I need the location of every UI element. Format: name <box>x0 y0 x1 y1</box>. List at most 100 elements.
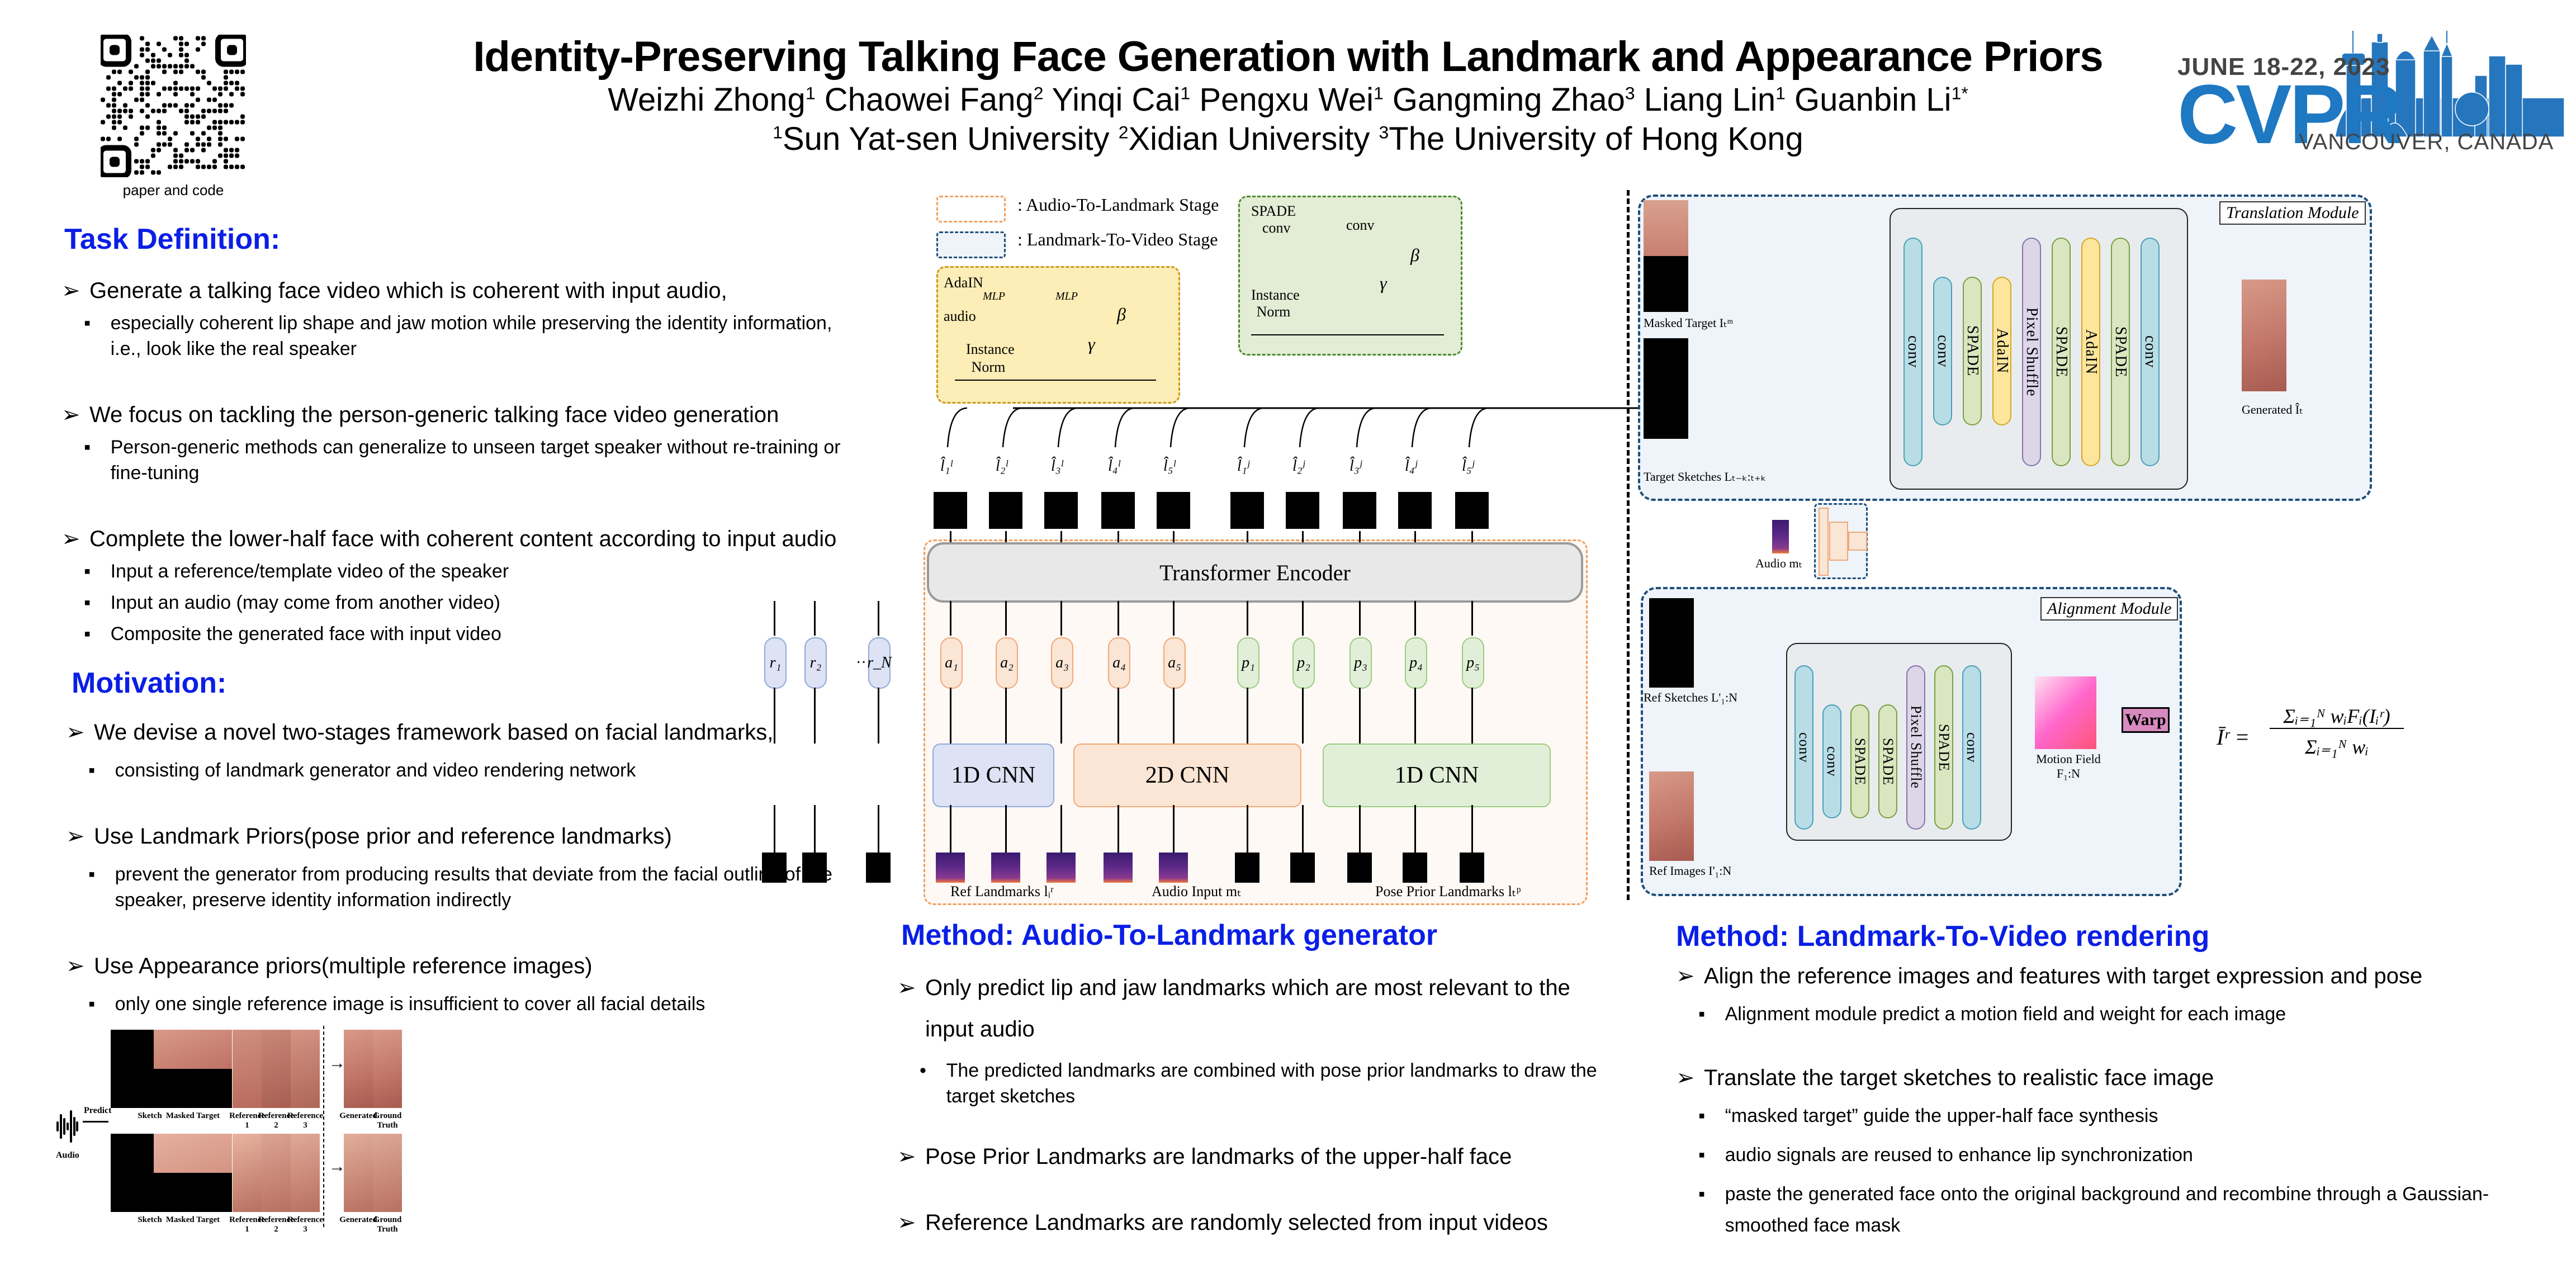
arrow-bullet-icon: ➢ <box>61 278 80 303</box>
cvpr-logo <box>2177 31 2576 165</box>
up-arrow-icon <box>814 601 816 636</box>
connector-curve <box>946 407 968 448</box>
landmark-output-connectors <box>946 407 1655 448</box>
connector-line <box>814 688 816 744</box>
pose-token: p₃ <box>1349 637 1372 689</box>
reference-token: r₂ <box>804 637 827 689</box>
ref-landmarks-label: Ref Landmarks lᵢʳ <box>950 883 1054 899</box>
bullet-text: Translate the target sketches to realist… <box>1704 1066 2214 1090</box>
figure-caption: Sketch <box>138 1111 162 1120</box>
sub-bullet-text: especially coherent lip shape and jaw mo… <box>110 312 832 359</box>
layer-label: SPADE <box>1936 723 1952 771</box>
lip-landmark-image <box>934 492 967 529</box>
layer-label: SPADE <box>2112 326 2129 378</box>
sub-bullet: ▪Alignment module predict a motion field… <box>1676 998 2515 1030</box>
author-name: Weizhi Zhong <box>608 82 806 118</box>
arrow-icon: → <box>329 1054 345 1072</box>
sub-bullet-text: “masked target” guide the upper-half fac… <box>1725 1105 2158 1126</box>
qr-code[interactable] <box>98 33 249 179</box>
square-bullet-icon: ▪ <box>1698 1144 1706 1166</box>
layer-label: AdaIN <box>2082 329 2100 375</box>
audio-token: a₂ <box>996 637 1018 689</box>
layer-label: conv <box>2142 335 2159 368</box>
arrow-bullet-icon: ➢ <box>1676 1066 1695 1090</box>
connector-line <box>878 805 879 853</box>
bullet-main: ➢Generate a talking face video which is … <box>61 277 855 305</box>
beta-label: β <box>1117 304 1126 324</box>
sub-bullet-text: Input a reference/template video of the … <box>110 561 509 582</box>
predict-arrow-icon <box>83 1121 108 1123</box>
ref-images <box>1649 771 1694 861</box>
target-sketches-label: Target Sketches Lₜ₋ₖ:ₜ₊ₖ <box>1644 470 1767 484</box>
up-arrow-icon <box>1414 601 1416 636</box>
connector-line <box>878 688 879 744</box>
bullet-main: ➢ Translate the target sketches to realis… <box>1676 1063 2515 1092</box>
motivation-list: ➢We devise a novel two-stages framework … <box>66 718 860 1056</box>
instance-norm-label: Instance Norm <box>966 341 1015 375</box>
author-name: Chaowei Fang <box>824 82 1034 118</box>
reference-image <box>291 1134 320 1212</box>
arrow-bullet-icon: ➢ <box>66 720 85 745</box>
ref-landmark-image <box>762 853 787 883</box>
square-bullet-icon: ▪ <box>84 623 91 645</box>
reference-image <box>262 1134 291 1212</box>
landmark-output-label: l̂₂ʲ <box>1292 457 1305 475</box>
figure-caption: Ground Truth <box>373 1111 402 1130</box>
bullet-item: ➢We focus on tackling the person-generic… <box>61 401 855 486</box>
flow-arrow-icon <box>1251 334 1444 335</box>
method-l2v-list: ➢ Align the reference images and features… <box>1676 962 2515 1275</box>
sub-bullet-text: prevent the generator from producing res… <box>115 864 832 911</box>
alignment-layer: SPADE <box>1850 704 1869 818</box>
method-diagram: : Audio-To-Landmark Stage : Landmark-To-… <box>762 184 2426 911</box>
author-name: Gangming Zhao <box>1392 82 1625 118</box>
author-affiliation-mark: 1 <box>1180 83 1191 103</box>
landmark-output-label: l̂₁ˡ <box>940 457 953 475</box>
translation-layer: SPADE <box>2111 238 2130 466</box>
layer-label: SPADE <box>1964 325 1981 377</box>
author-affiliation-mark: 3 <box>1625 83 1635 103</box>
sub-bullet: ▪“masked target” guide the upper-half fa… <box>1676 1100 2515 1131</box>
audio-token: a₅ <box>1163 637 1186 689</box>
square-bullet-icon: • <box>920 1060 926 1081</box>
audio-input-label: audio <box>944 308 976 324</box>
jaw-landmark-image <box>1343 492 1376 529</box>
connector-line <box>774 805 775 853</box>
spectrogram-image <box>1159 853 1188 883</box>
predict-label: Predict <box>84 1106 112 1115</box>
connector-curve <box>1114 407 1135 448</box>
sub-bullet-text: only one single reference image is insuf… <box>115 993 705 1015</box>
ref-landmark-image <box>866 853 891 883</box>
audio-token: a₄ <box>1108 637 1130 689</box>
up-arrow-icon <box>1302 601 1304 636</box>
bullet-item: ➢Generate a talking face video which is … <box>61 277 855 362</box>
target-sketches-image <box>1644 338 1688 439</box>
bullet-text: Align the reference images and features … <box>1704 964 2423 988</box>
alignment-layer: SPADE <box>1934 665 1953 830</box>
motion-field-image <box>2035 676 2096 749</box>
jaw-landmark-image <box>1286 492 1319 529</box>
pose-landmark-image <box>1403 853 1427 883</box>
alignment-layer: conv <box>1822 704 1841 818</box>
landmark-output-label: l̂₂ˡ <box>996 457 1008 475</box>
connector-curve <box>1299 407 1320 448</box>
up-arrow-icon <box>1173 601 1175 636</box>
up-arrow-icon <box>1005 531 1007 542</box>
flow-arrow-icon <box>955 380 1156 381</box>
bullet-item: ➢Use Landmark Priors(pose prior and refe… <box>66 822 860 913</box>
method-a2l-list: ➢Only predict lip and jaw landmarks whic… <box>897 967 1624 1275</box>
figure-caption: Masked Target <box>165 1111 220 1120</box>
up-arrow-icon <box>774 601 775 636</box>
connector-line <box>1060 805 1062 853</box>
bullet-item: ➢Align the reference images and features… <box>1676 962 2515 1030</box>
sub-bullet-text: The predicted landmarks are combined wit… <box>946 1060 1597 1107</box>
square-bullet-icon: ▪ <box>1698 1183 1706 1205</box>
pose-token: p₂ <box>1292 637 1315 689</box>
spectrogram-image <box>936 853 965 883</box>
figure-caption: Generated <box>339 1215 377 1224</box>
audio-token: a₁ <box>940 637 963 689</box>
up-arrow-icon <box>878 601 879 636</box>
spectrogram-image <box>1046 853 1076 883</box>
author-affiliation-mark: 2 <box>1033 83 1044 103</box>
author-affiliation-mark: 1 <box>805 83 816 103</box>
